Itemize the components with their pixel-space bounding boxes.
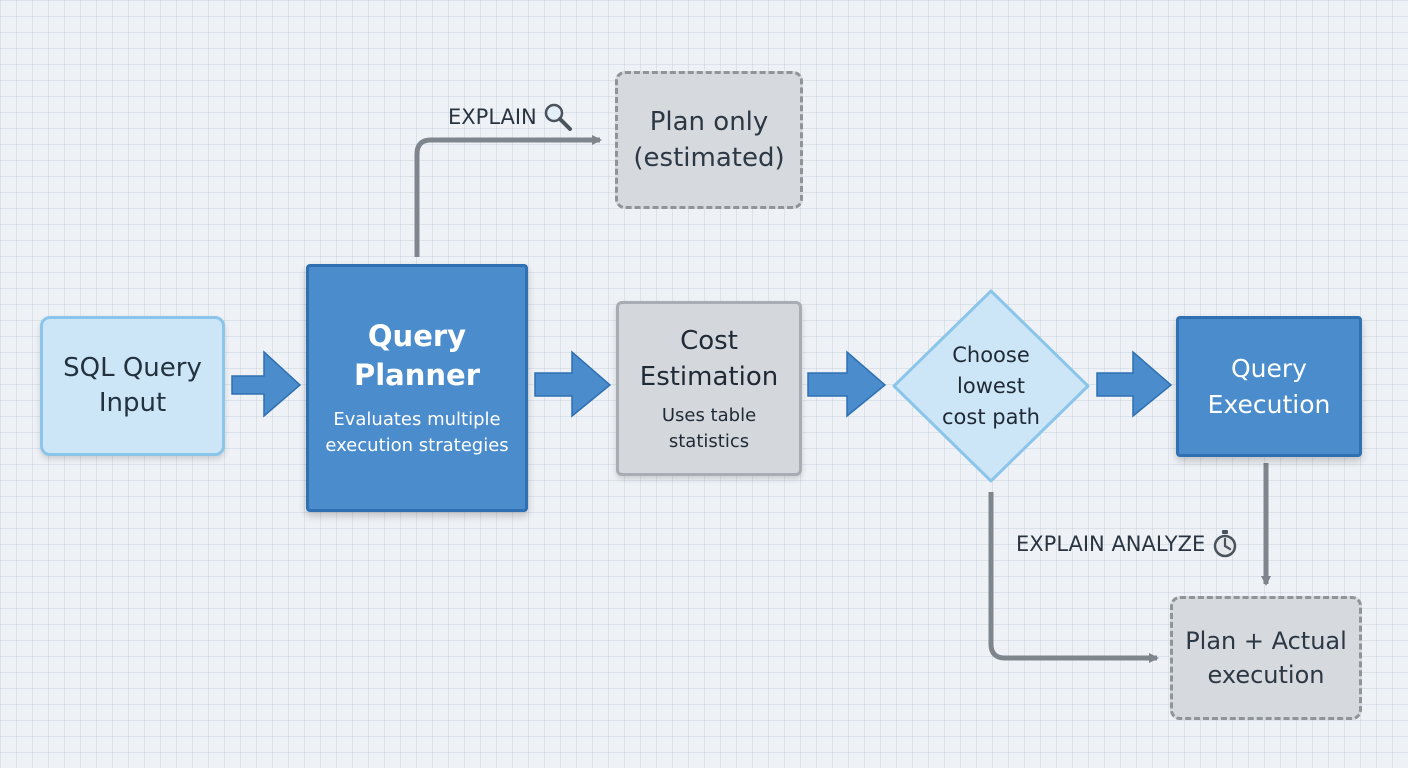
query-execution-title: Query Execution — [1207, 353, 1331, 419]
choose-path-title: Choose lowest cost path — [942, 342, 1040, 429]
plan-only-title: Plan only (estimated) — [633, 107, 785, 173]
flow-arrow-planner-to-cost — [534, 350, 612, 418]
explain-analyze-label-text: EXPLAIN ANALYZE — [1016, 532, 1206, 556]
flow-arrow-choose-to-execution — [1096, 350, 1173, 418]
query-planner-subtitle: Evaluates multiple execution strategies — [325, 409, 509, 456]
flow-arrow-input-to-planner — [231, 350, 302, 418]
sql-query-input-title: SQL Query Input — [63, 353, 202, 418]
connector-choose-to-plan-actual — [988, 492, 1159, 663]
query-execution-node: Query Execution — [1176, 316, 1362, 457]
query-planner-node: Query Planner Evaluates multiple executi… — [306, 264, 528, 512]
flow-arrow-cost-to-choose — [807, 350, 887, 418]
explain-label-text: EXPLAIN — [448, 105, 537, 129]
plan-actual-node: Plan + Actual execution — [1170, 596, 1362, 720]
plan-only-node: Plan only (estimated) — [615, 71, 803, 209]
choose-path-decision-node: Choose lowest cost path — [891, 288, 1091, 484]
cost-estimation-title: Cost Estimation — [639, 325, 779, 392]
stopwatch-icon — [1214, 530, 1237, 558]
explain-label: EXPLAIN — [448, 102, 573, 132]
decision-diamond-shape — [892, 289, 1090, 483]
cost-estimation-node: Cost Estimation Uses table statistics — [616, 301, 802, 476]
cost-estimation-subtitle: Uses table statistics — [661, 404, 757, 452]
plan-actual-title: Plan + Actual execution — [1185, 627, 1347, 689]
explain-analyze-label: EXPLAIN ANALYZE — [1016, 529, 1239, 559]
connector-explain — [414, 135, 602, 257]
query-planner-title: Query Planner — [353, 319, 481, 392]
magnifier-icon — [544, 103, 572, 131]
sql-query-input-node: SQL Query Input — [40, 316, 225, 456]
